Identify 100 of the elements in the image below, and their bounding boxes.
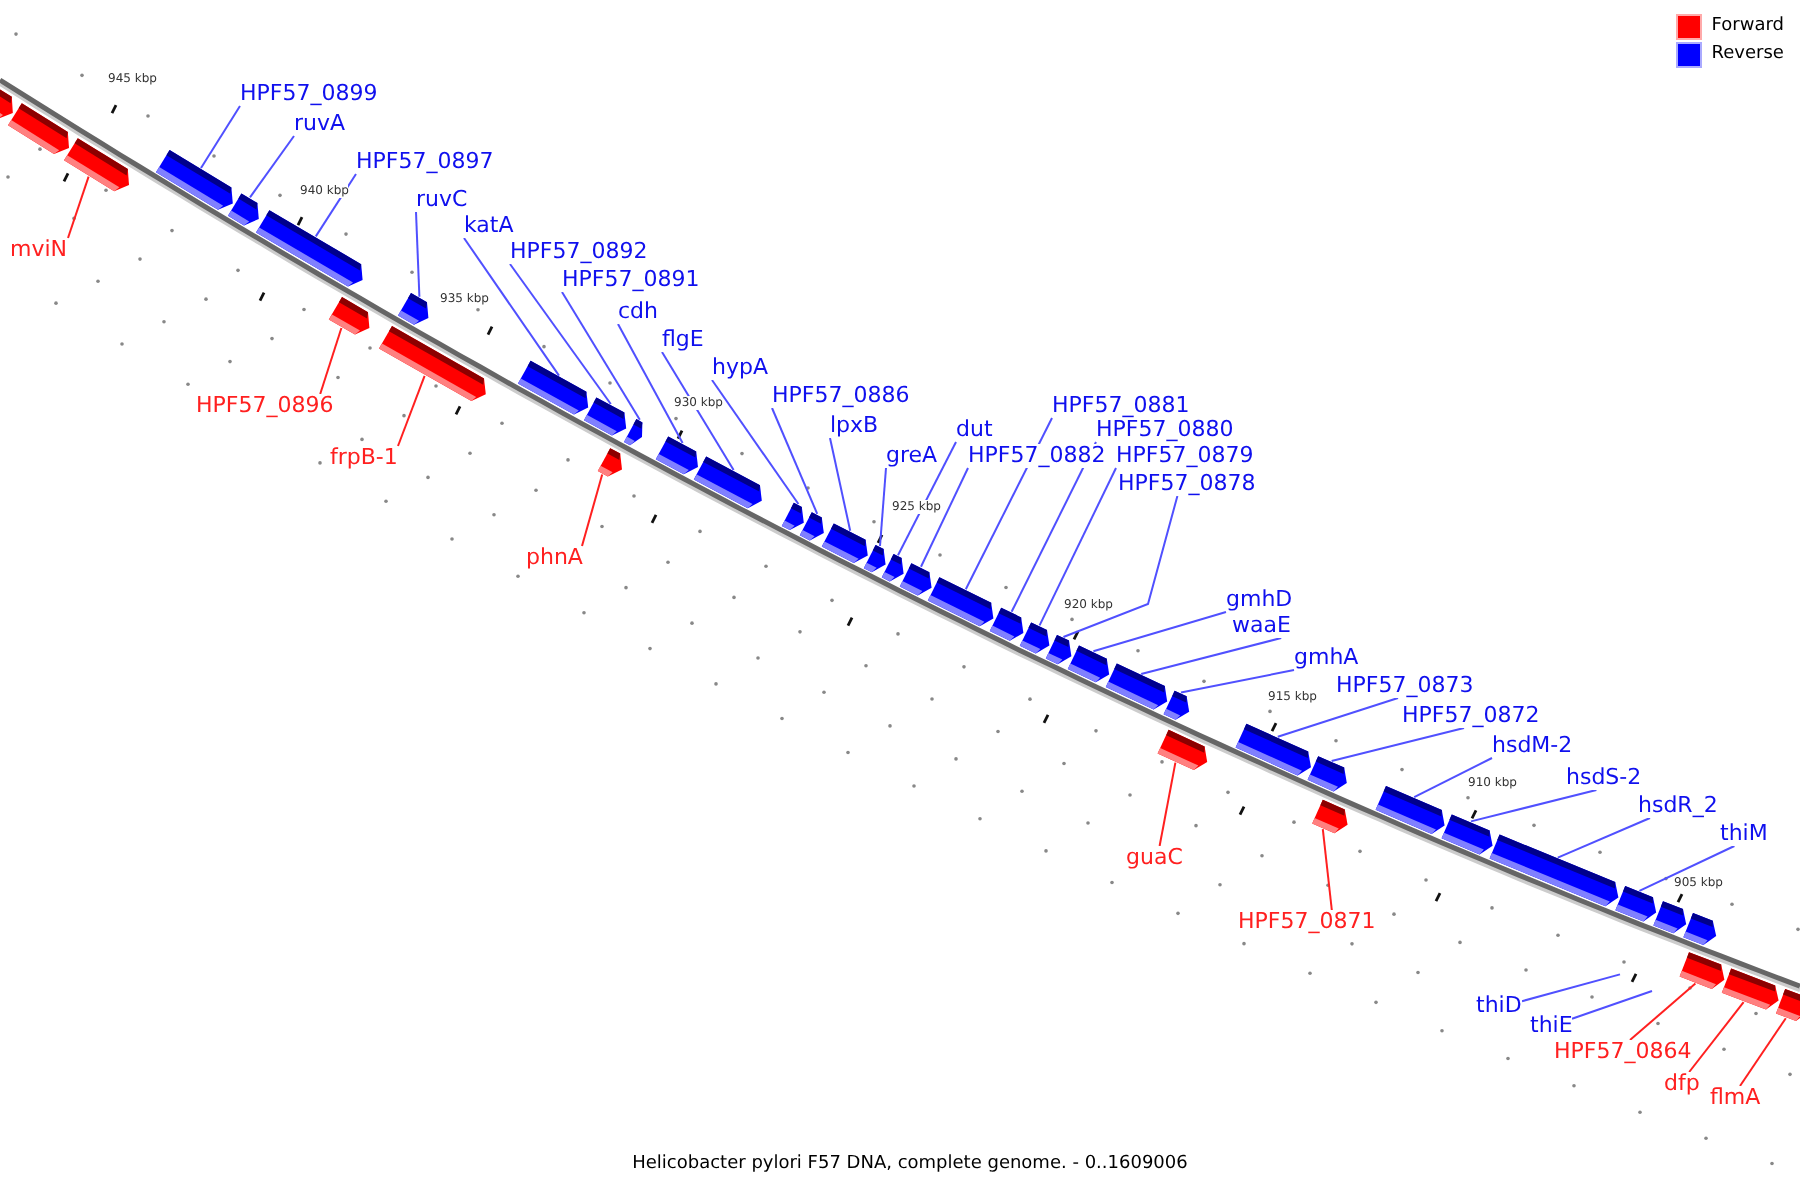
gene-block: [655, 436, 698, 475]
leader-line: [1092, 611, 1227, 653]
gene-block: [1776, 989, 1800, 1021]
leader-line: [67, 175, 90, 239]
gene-block: [1615, 886, 1657, 922]
gene-label: thiE: [1530, 1014, 1573, 1038]
gene-block: [64, 138, 129, 192]
gene-block: [228, 193, 259, 226]
leader-line: [1571, 990, 1653, 1020]
gene-block: [1045, 635, 1072, 665]
gene-label: waaE: [1232, 614, 1291, 638]
legend-label: Forward: [1711, 16, 1784, 38]
leader-line: [581, 473, 604, 547]
leader-line: [1276, 697, 1399, 738]
gene-label: greA: [886, 444, 938, 468]
gene-block: [927, 577, 994, 627]
leader-line: [509, 263, 612, 405]
gene-label: gmhA: [1294, 646, 1359, 670]
gene-label: hsdR_2: [1638, 794, 1718, 818]
gene-label: HPF57_0899: [240, 82, 378, 106]
gene-label: HPF57_0891: [562, 268, 700, 292]
gene-block: [518, 360, 589, 415]
gene-label: phnA: [526, 546, 583, 570]
gene-block: [821, 523, 868, 563]
gene-label: HPF57_0897: [356, 150, 494, 174]
leader-line: [463, 237, 560, 377]
gene-block: [624, 419, 643, 446]
gene-label: thiD: [1476, 994, 1522, 1018]
gene-block: [8, 103, 69, 154]
leader-line: [1688, 1001, 1745, 1073]
legend-label: Reverse: [1711, 44, 1784, 66]
gene-block: [379, 326, 486, 401]
leader-line: [249, 135, 295, 199]
gene-block: [584, 397, 627, 436]
gene-block: [1307, 756, 1347, 792]
leader-line: [561, 291, 641, 421]
gene-label: HPF57_0864: [1554, 1040, 1692, 1064]
gene-block: [799, 512, 824, 541]
leader-line: [200, 105, 241, 169]
leader-line: [661, 351, 735, 471]
leader-line: [1062, 495, 1179, 638]
leader-line: [771, 407, 819, 515]
leader-line: [415, 211, 421, 298]
leader-line: [1038, 467, 1117, 627]
leader-line: [1470, 789, 1598, 823]
gene-label: dfp: [1664, 1072, 1700, 1096]
gene-label: gmhD: [1226, 588, 1293, 612]
gene-label: HPF57_0873: [1336, 674, 1474, 698]
gene-block: [597, 448, 622, 477]
leader-line: [1180, 669, 1295, 694]
caption: Helicobacter pylori F57 DNA, complete genome. - 0..1609006: [630, 1154, 1190, 1176]
gene-label: ruvA: [294, 112, 346, 136]
leader-line: [314, 173, 357, 238]
leader-line: [617, 323, 684, 444]
gene-block: [1441, 814, 1493, 855]
leader-line: [920, 467, 969, 568]
gene-label: HPF57_0882: [968, 444, 1106, 468]
gene-block: [1105, 663, 1168, 710]
gene-label: dut: [956, 418, 993, 442]
gene-block: [1489, 834, 1619, 907]
gene-label: mviN: [10, 238, 68, 262]
leader-line: [1158, 761, 1177, 847]
gene-label: cdh: [618, 300, 659, 324]
gene-label: HPF57_0886: [772, 384, 910, 408]
gene-block: [899, 563, 932, 596]
gene-block: [693, 456, 762, 509]
gene-block: [863, 545, 886, 573]
leader-line: [1521, 973, 1621, 1003]
gene-label: frpB-1: [330, 446, 398, 470]
leader-line: [1638, 845, 1736, 892]
gene-label: hsdM-2: [1492, 734, 1573, 758]
leader-line: [1321, 828, 1333, 911]
gene-label: HPF57_0896: [196, 394, 334, 418]
gene-block: [1019, 622, 1050, 654]
leader-line: [829, 437, 852, 532]
leader-line: [1413, 757, 1493, 799]
gene-block: [1163, 690, 1190, 720]
gene-label: lpxB: [830, 414, 879, 438]
gene-label: HPF57_0879: [1116, 444, 1254, 468]
leader-line: [1330, 727, 1465, 762]
leader-line: [397, 374, 426, 447]
gene-label: katA: [464, 214, 514, 238]
gene-label: HPF57_0871: [1238, 910, 1376, 934]
gene-block: [1235, 723, 1311, 776]
leader-line: [897, 441, 957, 557]
gene-block: [1679, 952, 1725, 989]
gene-block: [156, 150, 233, 210]
gene-block: [0, 86, 13, 119]
gene-block: [328, 297, 370, 335]
gene-label: HPF57_0892: [510, 240, 648, 264]
leader-line: [1556, 817, 1651, 859]
gene-label: flmA: [1710, 1086, 1761, 1110]
leader-line: [879, 467, 887, 547]
gene-label: HPF57_0880: [1096, 418, 1234, 442]
gene-label: ruvC: [416, 188, 468, 212]
leader-line: [1140, 637, 1283, 675]
gene-label: guaC: [1126, 846, 1183, 870]
gene-block: [398, 293, 429, 325]
leader-line: [1739, 1017, 1787, 1087]
gene-block: [881, 554, 904, 582]
